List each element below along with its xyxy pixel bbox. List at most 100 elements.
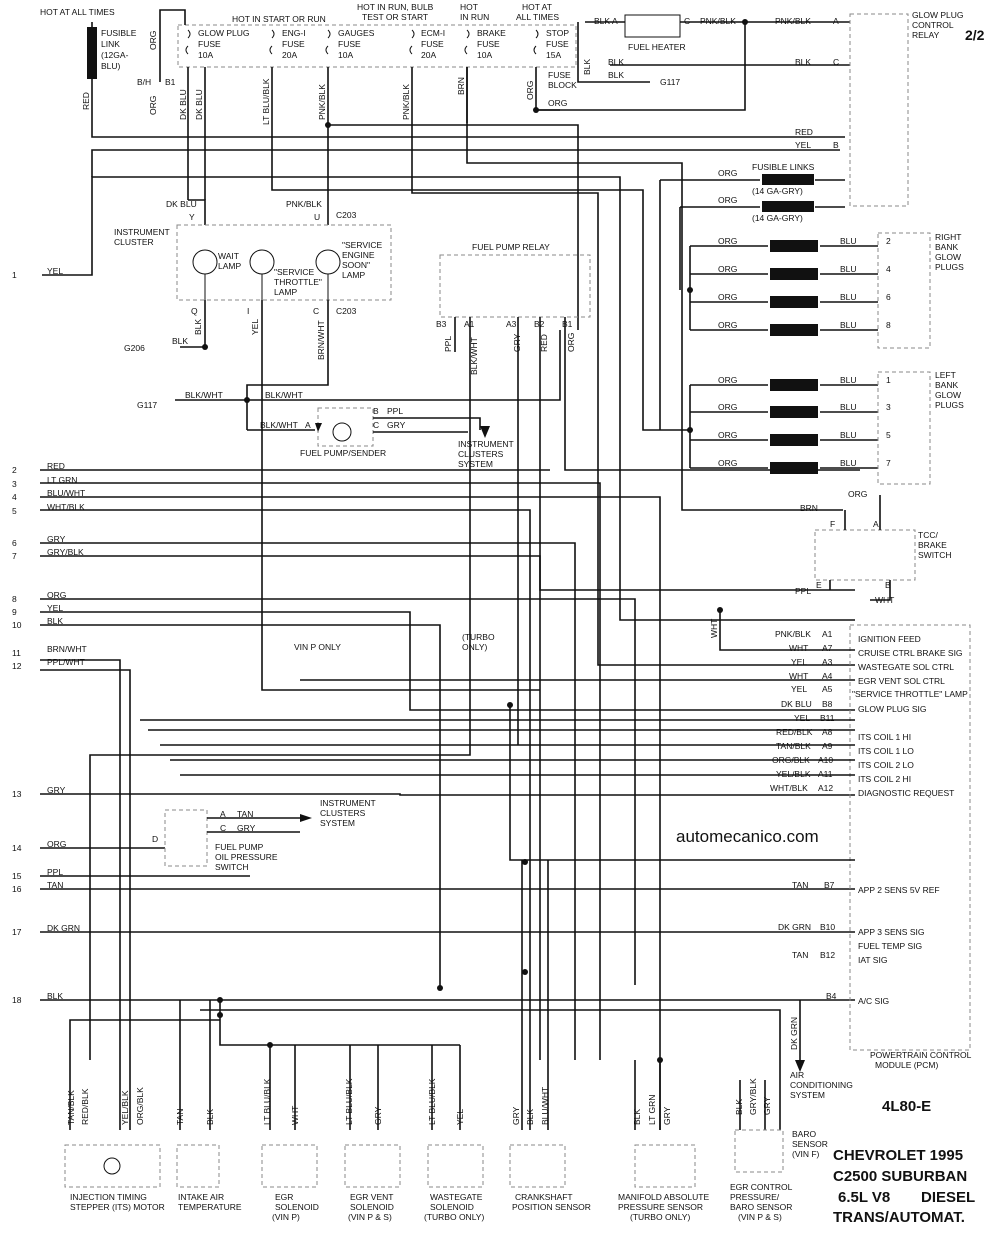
hot-at-all-times-label-3: ALL TIMES bbox=[516, 12, 559, 22]
svg-text:GRY: GRY bbox=[387, 420, 406, 430]
svg-text:PLUGS: PLUGS bbox=[935, 262, 964, 272]
svg-text:ENGINE: ENGINE bbox=[342, 250, 375, 260]
title-line-1: CHEVROLET 1995 bbox=[833, 1147, 963, 1164]
svg-text:POSITION SENSOR: POSITION SENSOR bbox=[512, 1202, 591, 1212]
svg-text:20A: 20A bbox=[282, 50, 297, 60]
svg-text:1: 1 bbox=[12, 270, 17, 280]
svg-text:B/H: B/H bbox=[137, 77, 151, 87]
fuse-ecm-1: ECM-I FUSE 20A bbox=[421, 28, 445, 60]
svg-text:E: E bbox=[816, 580, 822, 590]
svg-text:SWITCH: SWITCH bbox=[918, 550, 952, 560]
svg-text:14: 14 bbox=[12, 843, 22, 853]
svg-text:PPL: PPL bbox=[387, 406, 403, 416]
svg-text:DK BLU: DK BLU bbox=[166, 199, 197, 209]
svg-text:TAN/BLK: TAN/BLK bbox=[776, 741, 811, 751]
svg-text:2: 2 bbox=[12, 465, 17, 475]
svg-text:B3: B3 bbox=[436, 319, 447, 329]
svg-text:ITS COIL 1 LO: ITS COIL 1 LO bbox=[858, 746, 914, 756]
svg-text:FUSE: FUSE bbox=[421, 39, 444, 49]
svg-text:YEL: YEL bbox=[455, 1109, 465, 1125]
svg-text:TAN: TAN bbox=[175, 1109, 185, 1125]
svg-text:ECM-I: ECM-I bbox=[421, 28, 445, 38]
svg-text:WAIT: WAIT bbox=[218, 251, 239, 261]
svg-text:(VIN P & S): (VIN P & S) bbox=[348, 1212, 392, 1222]
svg-text:B11: B11 bbox=[820, 713, 835, 723]
fuse-gauges: GAUGES FUSE 10A bbox=[338, 28, 375, 60]
svg-text:WHT/BLK: WHT/BLK bbox=[47, 502, 85, 512]
svg-text:BRN/WHT: BRN/WHT bbox=[316, 320, 326, 360]
svg-text:4: 4 bbox=[886, 264, 891, 274]
fuse-glow-plug: GLOW PLUG FUSE 10A bbox=[198, 28, 249, 60]
svg-text:WHT: WHT bbox=[709, 619, 719, 638]
bottom-components: INJECTION TIMING STEPPER (ITS) MOTOR INT… bbox=[64, 1078, 828, 1222]
svg-text:LEFT: LEFT bbox=[935, 370, 956, 380]
svg-text:BLU: BLU bbox=[840, 264, 857, 274]
svg-text:A7: A7 bbox=[822, 643, 833, 653]
svg-text:FUSE: FUSE bbox=[338, 39, 361, 49]
svg-text:FUEL PUMP RELAY: FUEL PUMP RELAY bbox=[472, 242, 550, 252]
fuse-brake: BRAKE FUSE 10A bbox=[477, 28, 506, 60]
svg-text:RED: RED bbox=[47, 461, 65, 471]
watermark-text: automecanico.com bbox=[676, 827, 819, 846]
svg-text:DK GRN: DK GRN bbox=[789, 1017, 799, 1050]
svg-text:APP 2 SENS 5V REF: APP 2 SENS 5V REF bbox=[858, 885, 940, 895]
svg-text:CLUSTERS: CLUSTERS bbox=[458, 449, 504, 459]
svg-text:MODULE (PCM): MODULE (PCM) bbox=[875, 1060, 938, 1070]
svg-text:B8: B8 bbox=[822, 699, 833, 709]
svg-text:WHT/BLK: WHT/BLK bbox=[770, 783, 808, 793]
svg-text:WASTEGATE SOL CTRL: WASTEGATE SOL CTRL bbox=[858, 662, 954, 672]
svg-text:PNK/BLK: PNK/BLK bbox=[286, 199, 322, 209]
svg-text:PNK/BLK: PNK/BLK bbox=[775, 16, 811, 26]
svg-text:BRN: BRN bbox=[800, 503, 818, 513]
svg-text:(14 GA-GRY): (14 GA-GRY) bbox=[752, 186, 803, 196]
svg-text:ORG: ORG bbox=[47, 590, 66, 600]
svg-text:LT GRN: LT GRN bbox=[647, 1095, 657, 1125]
svg-text:B7: B7 bbox=[824, 880, 835, 890]
svg-text:GAUGES: GAUGES bbox=[338, 28, 375, 38]
svg-text:A/C SIG: A/C SIG bbox=[858, 996, 889, 1006]
svg-text:BLK: BLK bbox=[795, 57, 811, 67]
svg-text:BLK/WHT: BLK/WHT bbox=[469, 337, 479, 375]
svg-text:ORG: ORG bbox=[718, 430, 737, 440]
svg-text:ORG: ORG bbox=[718, 195, 737, 205]
svg-text:WHT: WHT bbox=[290, 1106, 300, 1125]
svg-text:ITS COIL 1 HI: ITS COIL 1 HI bbox=[858, 732, 911, 742]
svg-text:INSTRUMENT: INSTRUMENT bbox=[114, 227, 170, 237]
svg-text:GRY/BLK: GRY/BLK bbox=[47, 547, 84, 557]
svg-text:BLK A: BLK A bbox=[594, 16, 618, 26]
svg-text:(TURBO ONLY): (TURBO ONLY) bbox=[424, 1212, 484, 1222]
fuse-stop: STOP FUSE 15A bbox=[546, 28, 569, 60]
svg-text:BRN/WHT: BRN/WHT bbox=[47, 644, 87, 654]
svg-text:LINK: LINK bbox=[101, 39, 120, 49]
svg-text:G117: G117 bbox=[660, 77, 680, 87]
svg-text:7: 7 bbox=[12, 551, 17, 561]
svg-text:(VIN P): (VIN P) bbox=[272, 1212, 300, 1222]
svg-text:RED: RED bbox=[539, 334, 549, 352]
fuse-block-label-2: BLOCK bbox=[548, 80, 577, 90]
svg-text:BLU: BLU bbox=[840, 458, 857, 468]
svg-text:6: 6 bbox=[12, 538, 17, 548]
svg-text:LAMP: LAMP bbox=[342, 270, 365, 280]
svg-text:ORG/BLK: ORG/BLK bbox=[135, 1087, 145, 1125]
svg-text:ORG: ORG bbox=[148, 96, 158, 115]
svg-text:BLK: BLK bbox=[172, 336, 188, 346]
svg-text:ORG/BLK: ORG/BLK bbox=[772, 755, 810, 765]
svg-text:ORG: ORG bbox=[566, 333, 576, 352]
svg-text:FUSIBLE LINKS: FUSIBLE LINKS bbox=[752, 162, 815, 172]
svg-text:B2: B2 bbox=[534, 319, 545, 329]
svg-text:8: 8 bbox=[12, 594, 17, 604]
svg-text:Y: Y bbox=[189, 212, 195, 222]
svg-text:RELAY: RELAY bbox=[912, 30, 940, 40]
svg-text:4: 4 bbox=[12, 492, 17, 502]
svg-text:IGNITION FEED: IGNITION FEED bbox=[858, 634, 921, 644]
svg-text:(12GA-: (12GA- bbox=[101, 50, 129, 60]
svg-text:BLU: BLU bbox=[840, 375, 857, 385]
